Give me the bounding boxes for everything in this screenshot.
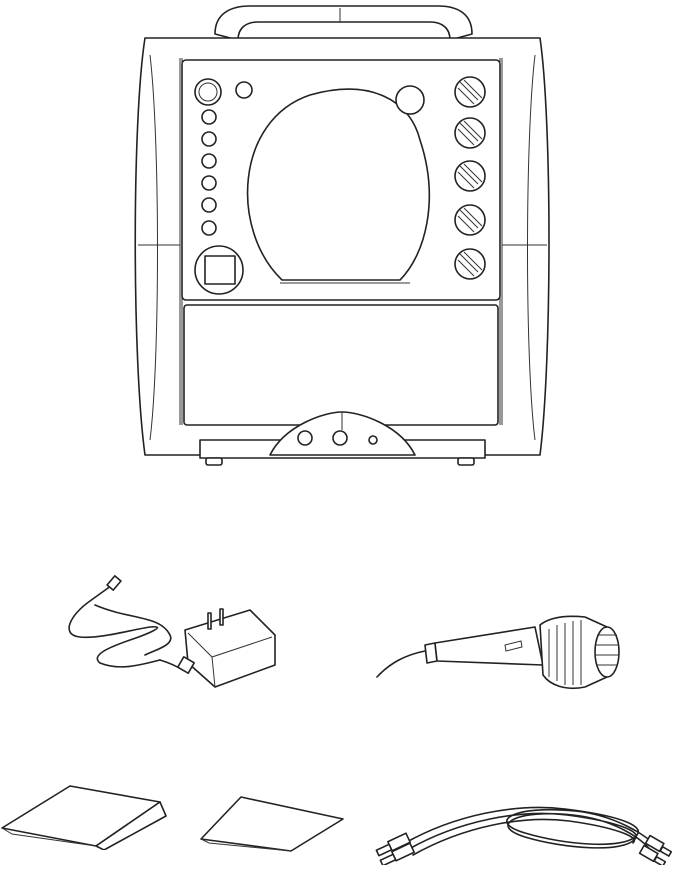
karaoke-machine-icon — [120, 0, 565, 475]
ac-adapter-illustration — [40, 575, 280, 700]
rca-cable-icon — [375, 795, 675, 865]
microphone-icon — [375, 605, 625, 695]
microphone-illustration — [375, 605, 625, 695]
av-cable-illustration — [375, 795, 675, 865]
leaflet-illustration — [195, 795, 345, 855]
left-plugs — [376, 833, 414, 865]
instruction-manual-illustration — [0, 780, 170, 850]
booklet-icon — [0, 780, 170, 850]
karaoke-machine-illustration — [120, 0, 565, 475]
document-icon — [195, 795, 345, 855]
right-plugs — [640, 836, 672, 865]
power-adapter-icon — [40, 575, 280, 700]
